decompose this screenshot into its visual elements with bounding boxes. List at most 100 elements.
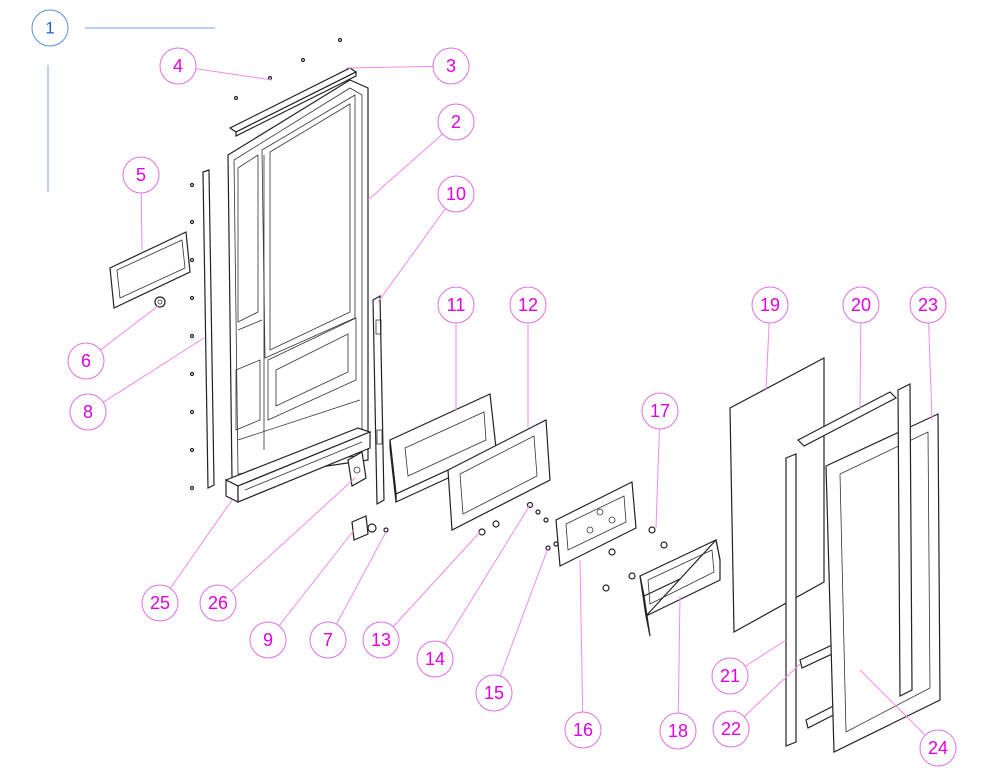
part-window-gasket	[639, 538, 721, 637]
callout-21: 21	[711, 639, 787, 695]
callout-label: 25	[150, 593, 170, 613]
callout-leader-line	[169, 499, 233, 589]
callout-label: 12	[518, 295, 538, 315]
callout-circle	[475, 674, 513, 712]
callout-circle	[432, 47, 470, 85]
figure-marker: 1	[31, 9, 215, 192]
callout-circle	[199, 584, 237, 622]
callout-label: 3	[446, 56, 456, 76]
part-top-rail	[228, 67, 358, 137]
figure-number-circle	[31, 9, 69, 47]
callout-label: 9	[263, 630, 273, 650]
callout-leader-line	[195, 68, 273, 81]
callout-18: 18	[659, 595, 697, 750]
callout-label: 5	[136, 165, 146, 185]
callout-label: 7	[323, 630, 333, 650]
callout-label: 17	[650, 401, 670, 421]
callout-circle	[712, 710, 750, 748]
part-bottom-grille	[224, 427, 372, 503]
callout-leader-line	[140, 192, 143, 251]
callout-circle	[711, 657, 749, 695]
figure-number: 1	[45, 19, 54, 38]
callout-circle	[69, 393, 107, 431]
callout-label: 15	[484, 683, 504, 703]
part-nuts	[602, 526, 668, 592]
callout-leader-line	[230, 477, 356, 592]
callout-8: 8	[69, 337, 205, 431]
callout-leader-line	[677, 595, 681, 714]
callout-5: 5	[122, 156, 160, 251]
callout-leader-line	[392, 531, 481, 628]
part-outer-frame	[825, 383, 941, 753]
part-gasket-plate	[447, 419, 551, 531]
callout-circle	[416, 640, 454, 678]
callout-label: 18	[668, 721, 688, 741]
callout-label: 10	[446, 184, 466, 204]
part-lock-block	[351, 515, 377, 541]
callout-leader-line	[377, 208, 446, 303]
part-side-strip	[202, 169, 215, 489]
callout-leader-line	[859, 322, 862, 411]
callout-leader-line	[859, 669, 926, 736]
callout-circle	[919, 729, 957, 767]
callout-3: 3	[345, 47, 470, 85]
callout-16: 16	[564, 559, 602, 749]
callout-9: 9	[249, 529, 355, 659]
callout-label: 16	[573, 720, 593, 740]
callout-leader-line	[655, 428, 660, 529]
callout-circle	[122, 156, 160, 194]
callout-circle	[249, 621, 287, 659]
callout-leader-line	[499, 547, 549, 677]
callout-circle	[564, 711, 602, 749]
callout-circle	[751, 286, 789, 324]
part-fasteners	[478, 501, 559, 551]
callout-circle	[159, 47, 197, 85]
callout-19: 19	[751, 286, 789, 391]
part-latch-bar	[372, 294, 385, 506]
callout-label: 24	[928, 738, 948, 758]
callout-circle	[509, 286, 547, 324]
callout-leader-line	[367, 133, 443, 201]
callout-label: 8	[83, 402, 93, 422]
part-glass-panel	[729, 357, 825, 634]
callout-label: 4	[173, 56, 183, 76]
callout-26: 26	[199, 477, 356, 622]
callout-circle	[309, 621, 347, 659]
callout-17: 17	[641, 392, 679, 529]
callout-10: 10	[377, 175, 475, 303]
callout-25: 25	[141, 499, 233, 622]
part-glass-side-rail	[785, 453, 797, 747]
callout-circle	[437, 286, 475, 324]
part-holed-frame	[555, 481, 637, 567]
callout-leader-line	[102, 337, 205, 403]
part-glass-top-rail	[796, 391, 898, 447]
callout-leader-line	[743, 663, 801, 718]
callout-circle	[67, 342, 105, 380]
part-hinge	[347, 451, 367, 487]
callout-leader-line	[100, 305, 159, 351]
callout-label: 2	[451, 112, 461, 132]
parts-drawing	[109, 37, 941, 753]
callout-15: 15	[475, 547, 549, 712]
callout-label: 22	[721, 719, 741, 739]
callout-circle	[437, 103, 475, 141]
callout-leader-line	[278, 529, 355, 627]
callout-leader-line	[336, 531, 387, 625]
callout-circle	[641, 392, 679, 430]
callout-leader-line	[579, 559, 584, 713]
part-side-screws	[189, 182, 195, 491]
callout-label: 21	[720, 666, 740, 686]
part-knob	[154, 296, 166, 308]
callout-leader-line	[765, 322, 770, 391]
callout-circle	[659, 712, 697, 750]
callout-2: 2	[367, 103, 475, 201]
callout-label: 14	[425, 649, 445, 669]
callout-11: 11	[437, 286, 475, 410]
callout-leader-line	[345, 65, 434, 69]
callout-label: 11	[447, 295, 466, 315]
callout-circle	[141, 584, 179, 622]
callout-label: 6	[81, 351, 91, 371]
callout-14: 14	[416, 504, 531, 678]
